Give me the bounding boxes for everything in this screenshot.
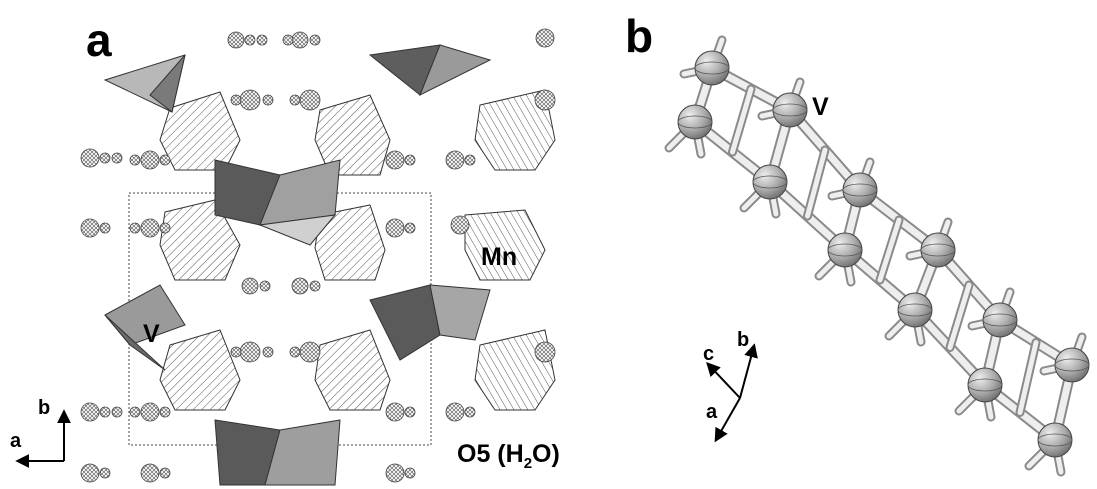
chain-atom-equator: [677, 115, 713, 129]
chain-bond: [947, 282, 972, 350]
chain-atom-sphere: [1054, 347, 1090, 383]
chain-atom-equator: [827, 243, 863, 257]
chain-atom-sphere: [1037, 422, 1073, 458]
panel-b-axes: [706, 343, 758, 443]
axis-label-a-b: a: [706, 401, 718, 423]
panel-b-chain: b V c b a: [625, 10, 1090, 477]
water-label: O5 (H2O): [457, 440, 560, 472]
chain-atom-sphere: [982, 302, 1018, 338]
mn-label: Mn: [481, 243, 517, 271]
chain-atom-equator: [967, 378, 1003, 392]
water-label-main: O5 (H: [457, 440, 524, 468]
chain-atom-equator: [920, 243, 956, 257]
chain-atom-sphere: [897, 292, 933, 328]
chain-atom-equator: [752, 175, 788, 189]
chain-atom-equator: [694, 61, 730, 75]
chain-atom-sphere: [967, 367, 1003, 403]
chain-atom-sphere: [772, 92, 808, 128]
water-molecules: [80, 28, 556, 483]
axis-label-b-b: b: [737, 329, 749, 351]
chain-bond: [1017, 340, 1039, 415]
panel-a-axes: [15, 409, 71, 468]
chain-atom-equator: [982, 313, 1018, 327]
chain-bond: [805, 147, 828, 219]
chain-atom-equator: [842, 183, 878, 197]
v-label-b: V: [812, 93, 829, 121]
chain-spheres: [677, 50, 1090, 458]
chain-atom-equator: [1054, 358, 1090, 372]
panel-a-label: a: [86, 14, 112, 66]
axis-label-b-a: b: [38, 397, 50, 419]
panel-b-label: b: [625, 10, 653, 62]
axis-label-a-a: a: [10, 430, 22, 452]
v-tetrahedra: [103, 44, 492, 486]
chain-atom-sphere: [694, 50, 730, 86]
chain-bonds: [664, 35, 1087, 477]
chain-atom-sphere: [920, 232, 956, 268]
panel-a-structure: a Mn V O5 (H2O) b a: [10, 14, 560, 486]
chain-atom-sphere: [677, 104, 713, 140]
chain-atom-sphere: [752, 164, 788, 200]
chain-bond: [877, 217, 902, 283]
chain-atom-sphere: [842, 172, 878, 208]
chain-atom-equator: [897, 303, 933, 317]
water-label-subscript: 2: [524, 455, 532, 472]
axis-label-c-b: c: [703, 343, 714, 365]
v-label-a: V: [143, 320, 160, 348]
chain-atom-sphere: [827, 232, 863, 268]
water-label-end: O): [532, 440, 560, 468]
chain-bond: [730, 86, 754, 155]
chain-atom-equator: [772, 103, 808, 117]
chain-atom-equator: [1037, 433, 1073, 447]
